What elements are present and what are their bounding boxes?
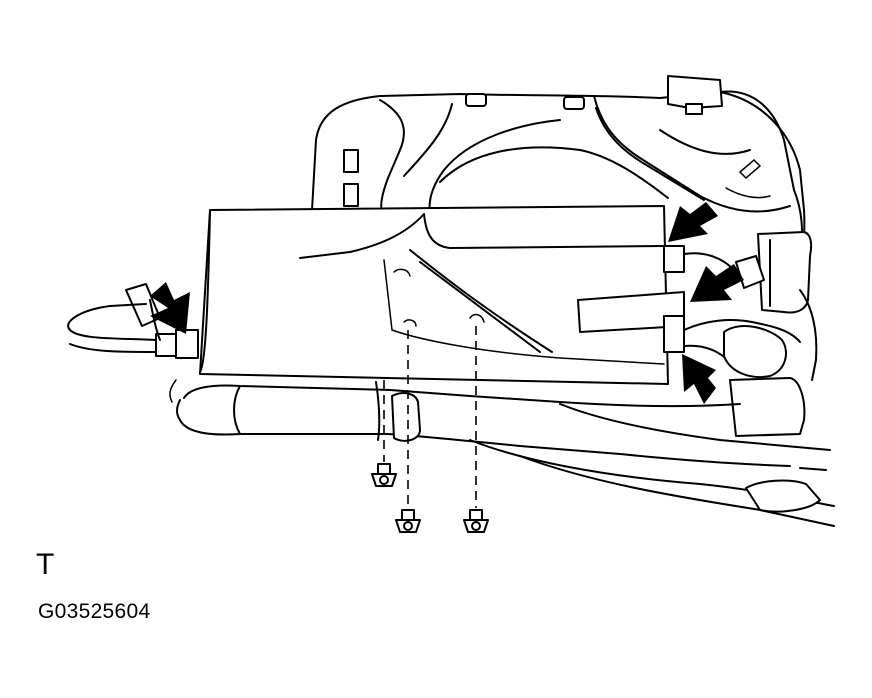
- install-guides: [383, 326, 477, 508]
- bolt: [463, 509, 489, 533]
- pointer-arrow-top-right: [668, 202, 718, 242]
- pointer-arrow-left: [150, 282, 190, 334]
- right-connectors: [663, 245, 801, 378]
- tray-clips: [343, 93, 585, 207]
- upper-connector: [667, 75, 723, 115]
- figure-code: G03525604: [38, 600, 151, 623]
- bolt: [395, 509, 421, 533]
- module-housing: [199, 205, 669, 385]
- bolt: [371, 463, 397, 487]
- background-tray: [311, 90, 807, 283]
- pointer-arrow-lower-right: [682, 354, 716, 404]
- wire-harness: [169, 379, 835, 527]
- view-letter: T: [36, 548, 55, 581]
- right-side-components: [729, 231, 818, 437]
- pointer-arrow-middle-right: [690, 264, 744, 302]
